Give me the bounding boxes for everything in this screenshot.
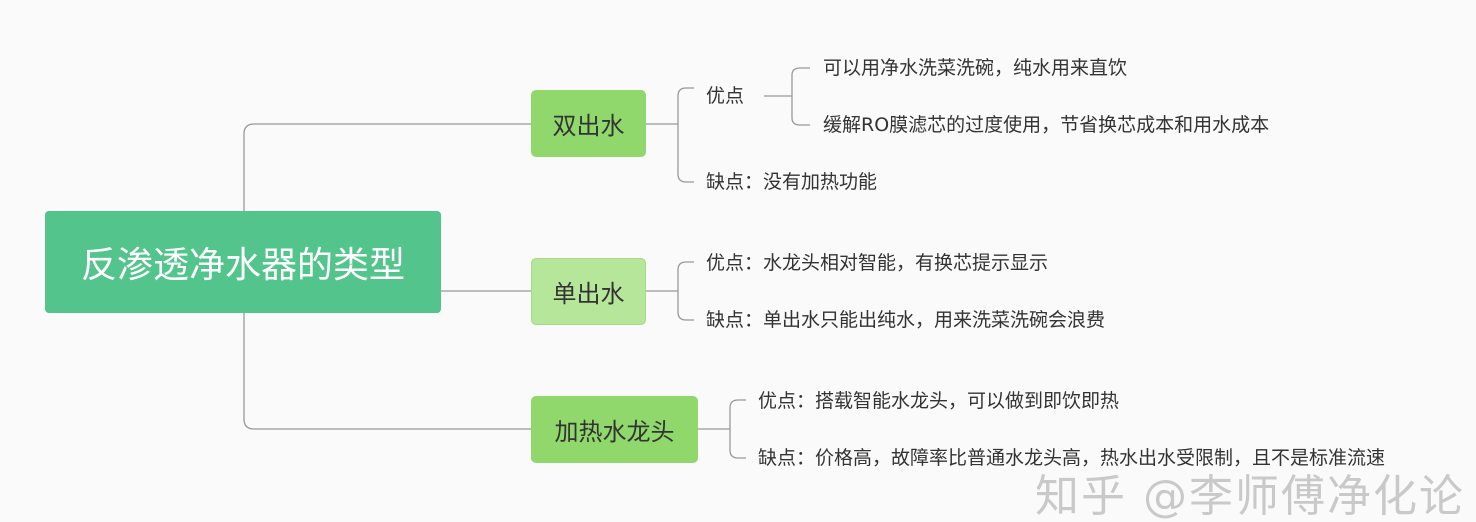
branch-dual-outlet[interactable]: 双出水 xyxy=(531,90,646,157)
branch-single-outlet[interactable]: 单出水 xyxy=(531,258,646,325)
root-node[interactable]: 反渗透净水器的类型 xyxy=(45,211,441,313)
dual-cons: 缺点：没有加热功能 xyxy=(706,171,878,193)
single-cons: 缺点：单出水只能出纯水，用来洗菜洗碗会浪费 xyxy=(706,309,1106,331)
branch-heated-faucet[interactable]: 加热水龙头 xyxy=(531,396,698,463)
watermark: 知乎 @李师傅净化论 xyxy=(1035,471,1465,522)
dual-pros-item: 缓解RO膜滤芯的过度使用，节省换芯成本和用水成本 xyxy=(823,114,1270,136)
single-pros: 优点：水龙头相对智能，有换芯提示显示 xyxy=(706,252,1049,274)
heated-cons: 缺点：价格高，故障率比普通水龙头高，热水出水受限制，且不是标准流速 xyxy=(758,447,1386,469)
dual-pros-item: 可以用净水洗菜洗碗，纯水用来直饮 xyxy=(823,57,1128,79)
heated-pros: 优点：搭载智能水龙头，可以做到即饮即热 xyxy=(758,390,1120,412)
dual-pros-label: 优点 xyxy=(706,85,745,107)
